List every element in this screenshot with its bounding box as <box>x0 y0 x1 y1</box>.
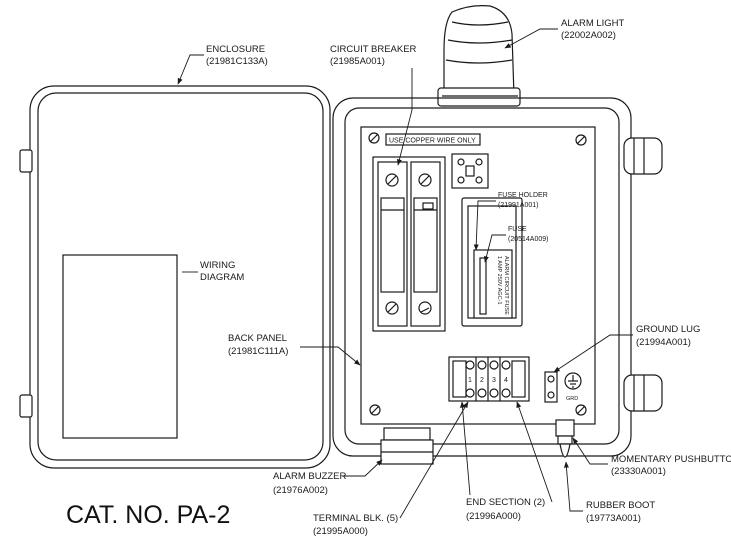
enclosure-door: WIRING DIAGRAM <box>19 85 331 469</box>
callout-circuit-breaker: CIRCUIT BREAKER (21985A001) <box>330 44 417 166</box>
alarm-light <box>437 5 521 107</box>
callout-terminal-block: TERMINAL BLK. (5) (21995A000) <box>313 401 469 537</box>
callout-end-section-part: (21996A000) <box>466 511 521 522</box>
ground-lug: GRD <box>544 371 582 403</box>
alarm-light-connector <box>451 153 489 189</box>
enclosure-body <box>332 97 663 457</box>
wiring-diagram-sheet <box>62 254 178 439</box>
callout-fuse-part: (20514A009) <box>508 236 548 243</box>
callout-terminal-block-part: (21995A000) <box>313 526 368 537</box>
callout-ground-lug-name: GROUND LUG <box>636 324 700 335</box>
ground-symbol-icon <box>568 375 578 388</box>
ground-marking: GRD <box>566 396 578 402</box>
callout-fuse-holder-name: FUSE HOLDER <box>498 192 548 199</box>
callout-momentary-pushbutton-part: (23330A001) <box>611 466 666 477</box>
callout-ground-lug: GROUND LUG (21994A001) <box>553 324 700 373</box>
callout-rubber-boot: RUBBER BOOT (19773A001) <box>563 461 655 524</box>
callout-fuse-name: FUSE <box>508 226 527 233</box>
callout-fuse: FUSE (20514A009) <box>483 226 548 263</box>
callout-circuit-breaker-name: CIRCUIT BREAKER <box>330 44 417 55</box>
callout-alarm-light-part: (22002A002) <box>561 30 616 41</box>
callout-momentary-pushbutton: MOMENTARY PUSHBUTTON (23330A001) <box>572 437 731 477</box>
terminal-block: 1 2 3 4 <box>448 356 530 402</box>
panel-screw-icon <box>369 404 381 416</box>
terminal-number-4: 4 <box>504 377 508 384</box>
callout-back-panel-part: (21981C111A) <box>228 346 288 357</box>
panel-screw-icon <box>575 404 587 416</box>
callout-momentary-pushbutton-name: MOMENTARY PUSHBUTTON <box>611 454 731 465</box>
terminal-number-3: 3 <box>492 377 496 384</box>
callout-alarm-light-name: ALARM LIGHT <box>561 18 625 29</box>
terminal-number-2: 2 <box>480 377 484 384</box>
callout-end-section: END SECTION (2) (21996A000) <box>459 401 553 522</box>
callout-circuit-breaker-part: (21985A001) <box>330 56 385 67</box>
alarm-buzzer <box>380 427 434 465</box>
callout-ground-lug-part: (21994A001) <box>636 337 691 348</box>
wiring-diagram-label-line2: DIAGRAM <box>200 272 244 283</box>
circuit-breaker <box>372 156 446 332</box>
fuse-holder: 1 AMP 250V AGC-1 ALARM CIRCUIT FUSE <box>461 197 523 327</box>
callout-enclosure-part: (21981C133A) <box>206 56 268 67</box>
callout-back-panel-name: BACK PANEL <box>228 333 287 344</box>
momentary-pushbutton <box>555 419 575 458</box>
panel-notice: USE COPPER WIRE ONLY <box>389 138 476 145</box>
callout-terminal-block-name: TERMINAL BLK. (5) <box>313 513 398 524</box>
wiring-diagram-label-line1: WIRING <box>200 260 235 271</box>
callout-rubber-boot-name: RUBBER BOOT <box>586 500 655 511</box>
callout-enclosure: ENCLOSURE (21981C133A) <box>177 44 268 85</box>
terminal-number-1: 1 <box>468 377 472 384</box>
catalog-number: CAT. NO. PA-2 <box>66 501 230 529</box>
back-panel <box>360 126 596 425</box>
callout-alarm-buzzer-name: ALARM BUZZER <box>273 471 347 482</box>
callout-alarm-buzzer: ALARM BUZZER (21976A002) <box>273 459 383 496</box>
panel-screw-icon <box>575 134 587 146</box>
callout-fuse-holder: FUSE HOLDER (21991A001) <box>473 192 548 251</box>
fuse-marking-line1: 1 AMP 250V AGC-1 <box>496 256 502 305</box>
callout-alarm-light: ALARM LIGHT (22002A002) <box>504 18 625 49</box>
callout-rubber-boot-part: (19773A001) <box>586 513 641 524</box>
callout-alarm-buzzer-part: (21976A002) <box>273 485 328 496</box>
callout-fuse-holder-part: (21991A001) <box>498 202 538 209</box>
callout-end-section-name: END SECTION (2) <box>466 497 545 508</box>
callout-enclosure-name: ENCLOSURE <box>206 44 265 55</box>
callout-back-panel: BACK PANEL (21981C111A) <box>228 333 361 366</box>
panel-screw-icon <box>368 132 380 144</box>
fuse-marking-line2: ALARM CIRCUIT FUSE <box>503 256 509 315</box>
